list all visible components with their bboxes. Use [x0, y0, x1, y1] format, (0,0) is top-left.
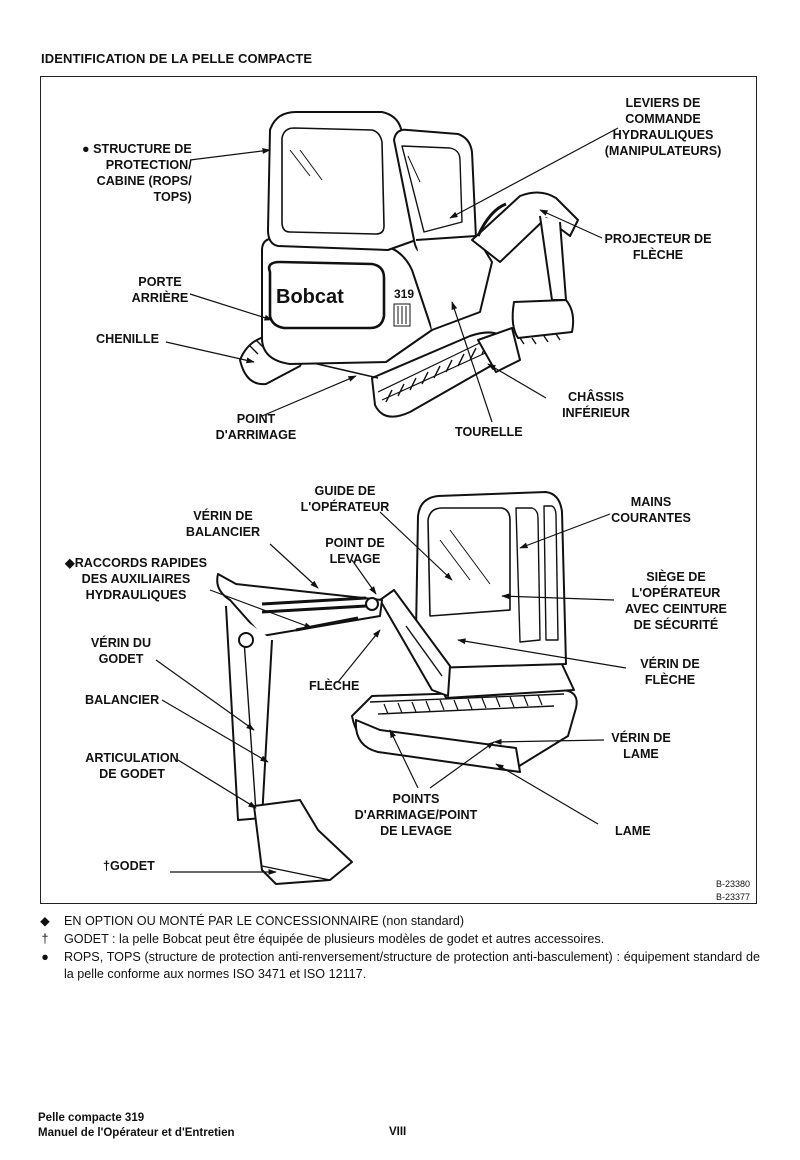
footer-model: Pelle compacte 319	[38, 1112, 145, 1124]
page-title: IDENTIFICATION DE LA PELLE COMPACTE	[41, 51, 313, 66]
rear-grille	[393, 303, 411, 327]
leader-lines	[155, 127, 627, 875]
figure-code-2: B-23377	[715, 892, 750, 902]
bullet-icon: ●	[41, 950, 49, 964]
notes-list: ◆ EN OPTION OU MONTÉ PAR LE CONCESSIONNA…	[38, 913, 760, 984]
label-control-levers: LEVIERS DE COMMANDE HYDRAULIQUES (MANIPU…	[604, 96, 722, 158]
label-rops: ● STRUCTURE DE PROTECTION/ CABINE (ROPS/…	[82, 142, 192, 204]
label-boom: FLÈCHE	[309, 679, 360, 693]
dagger-icon: †	[41, 932, 49, 946]
label-bucket: †GODET	[103, 859, 155, 873]
label-tie-down-point: POINT D'ARRIMAGE	[215, 412, 297, 442]
note-optional: ◆ EN OPTION OU MONTÉ PAR LE CONCESSIONNA…	[38, 913, 760, 930]
bobcat-logo: Bobcat	[276, 286, 344, 308]
bottom-excavator-drawing	[216, 491, 578, 885]
label-operator-guide: GUIDE DE L'OPÉRATEUR	[300, 484, 390, 514]
label-quick-couplers: ◆RACCORDS RAPIDES DES AUXILIAIRES HYDRAU…	[65, 556, 207, 602]
label-lift-point: POINT DE LEVAGE	[325, 536, 385, 566]
label-rear-door: PORTE ARRIÈRE	[131, 275, 189, 305]
label-grab-handles: MAINS COURANTES	[611, 495, 691, 525]
top-excavator-drawing	[239, 111, 579, 418]
label-boom-cylinder: VÉRIN DE FLÈCHE	[640, 657, 700, 687]
label-blade-cylinder: VÉRIN DE LAME	[611, 731, 671, 761]
footer-manual: Manuel de l'Opérateur et d'Entretien	[38, 1127, 235, 1139]
figure-code-1: B-23380	[715, 879, 750, 889]
label-bucket-pivot: ARTICULATION DE GODET	[85, 751, 179, 781]
page-number: VIII	[389, 1126, 407, 1138]
model-number: 319	[394, 287, 414, 301]
note-rops: ● ROPS, TOPS (structure de protection an…	[38, 949, 760, 983]
label-arm-cylinder: VÉRIN DE BALANCIER	[185, 509, 261, 539]
label-boom-light: PROJECTEUR DE FLÈCHE	[604, 232, 712, 262]
label-tie-lift-points: POINTS D'ARRIMAGE/POINT DE LEVAGE	[354, 792, 478, 838]
label-bucket-cylinder: VÉRIN DU GODET	[90, 636, 152, 666]
footer: Pelle compacte 319 Manuel de l'Opérateur…	[38, 1111, 235, 1141]
label-operator-seat: SIÈGE DE L'OPÉRATEUR AVEC CEINTURE DE SÉ…	[625, 570, 727, 632]
diamond-icon: ◆	[40, 914, 50, 928]
label-undercarriage: CHÂSSIS INFÉRIEUR	[562, 390, 630, 420]
label-track: CHENILLE	[96, 332, 159, 346]
label-blade: LAME	[615, 824, 651, 838]
figure-frame	[40, 76, 757, 904]
label-turret: TOURELLE	[455, 425, 523, 439]
note-bucket: † GODET : la pelle Bobcat peut être équi…	[38, 931, 760, 948]
label-arm: BALANCIER	[85, 693, 160, 707]
